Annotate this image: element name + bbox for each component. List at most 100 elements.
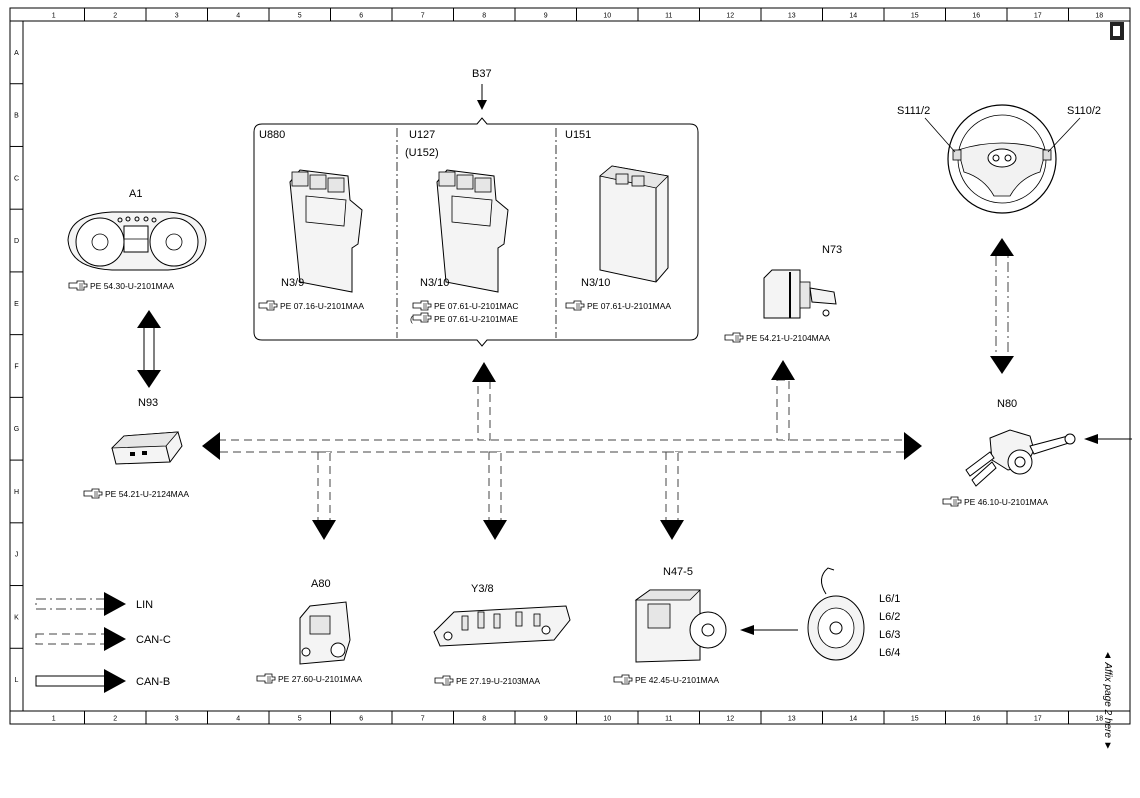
row-label: B: [14, 113, 19, 120]
legend-lin-label: LIN: [136, 599, 153, 611]
a80-label: A80: [311, 578, 331, 590]
column-label: 3: [175, 716, 179, 723]
n73-ignition-switch: [763, 269, 837, 319]
steering-n80-lin-arrow: [990, 238, 1014, 374]
a1-label: A1: [129, 188, 142, 200]
reference-hand-icon: [724, 332, 744, 343]
a1-ref: PE 54.30-U-2101MAA: [90, 281, 174, 291]
column-label: 2: [113, 716, 117, 723]
column-label: 16: [972, 13, 980, 20]
n80-ref: PE 46.10-U-2101MAA: [964, 497, 1048, 507]
y38-label: Y3/8: [471, 583, 494, 595]
a80-actuator: [299, 601, 351, 665]
can-c-bus: [202, 360, 922, 540]
u880-module: [289, 169, 363, 293]
reference-hand-icon: [565, 300, 585, 311]
column-label: 8: [482, 716, 486, 723]
reference-hand-icon: [412, 300, 432, 311]
row-label: H: [14, 489, 19, 496]
y38-valve-body: [433, 605, 571, 647]
column-label: 18: [1095, 716, 1103, 723]
column-label: 10: [603, 716, 611, 723]
page-icon: [1110, 22, 1124, 40]
column-label: 2: [113, 13, 117, 20]
column-label: 17: [1034, 716, 1042, 723]
a80-ref: PE 27.60-U-2101MAA: [278, 674, 362, 684]
column-label: 9: [544, 716, 548, 723]
u880-sub: N3/9: [281, 277, 304, 289]
reference-hand-icon: [434, 675, 454, 686]
l6-to-n47-arrow: [740, 625, 798, 635]
y38-ref: PE 27.19-U-2103MAA: [456, 676, 540, 686]
u127-module: [436, 169, 509, 293]
n80-input-arrow: [1084, 434, 1132, 444]
column-label: 3: [175, 13, 179, 20]
u151-label: U151: [565, 129, 591, 141]
legend-can-c-arrow: [35, 627, 126, 651]
n93-label: N93: [138, 397, 158, 409]
column-label: 14: [849, 716, 857, 723]
s111-label: S111/2: [897, 105, 930, 117]
n73-ref: PE 54.21-U-2104MAA: [746, 333, 830, 343]
reference-hand-icon: [613, 674, 633, 685]
steering-wheel: [924, 104, 1081, 214]
column-label: 13: [788, 13, 796, 20]
column-label: 1: [52, 13, 56, 20]
u127-label2: (U152): [405, 147, 439, 159]
n47-esp-unit: [634, 589, 727, 663]
column-label: 7: [421, 716, 425, 723]
column-label: 6: [359, 716, 363, 723]
column-label: 5: [298, 716, 302, 723]
column-label: 13: [788, 716, 796, 723]
column-label: 4: [236, 13, 240, 20]
reference-hand-icon: [258, 300, 278, 311]
reference-hand-icon: [256, 673, 276, 684]
a1-instrument-cluster: [67, 211, 207, 271]
l6-label-4: L6/4: [879, 647, 900, 659]
row-label: L: [15, 677, 19, 684]
n47-label: N47-5: [663, 566, 693, 578]
legend: LIN CAN-C CAN-B: [35, 592, 171, 693]
row-label: K: [14, 614, 19, 621]
n93-ref: PE 54.21-U-2124MAA: [105, 489, 189, 499]
column-label: 9: [544, 13, 548, 20]
column-label: 5: [298, 13, 302, 20]
legend-can-b-arrow: [35, 669, 126, 693]
legend-lin-arrow: [35, 592, 126, 616]
column-label: 11: [665, 13, 672, 20]
column-label: 1: [52, 716, 56, 723]
u127-label: U127: [409, 129, 435, 141]
affix-note-text: Affix page 2 here: [1102, 661, 1113, 738]
u127-ref: PE 07.61-U-2101MAC: [434, 301, 519, 311]
ecu-group-bracket: [253, 117, 699, 347]
reference-hand-icon: [68, 280, 88, 291]
diagram-frame: [9, 7, 1131, 725]
u127-ref2-bracket-open: (: [410, 314, 413, 324]
u127-sub: N3/10: [420, 277, 449, 289]
column-label: 6: [359, 13, 363, 20]
n47-ref: PE 42.45-U-2101MAA: [635, 675, 719, 685]
column-label: 12: [726, 716, 734, 723]
s110-label: S110/2: [1067, 105, 1101, 117]
column-label: 16: [972, 716, 980, 723]
column-label: 11: [665, 716, 672, 723]
a1-n93-can-b-arrow: [137, 310, 161, 388]
l6-label-3: L6/3: [879, 629, 900, 641]
b37-pointer: [477, 84, 487, 110]
u151-sub: N3/10: [581, 277, 610, 289]
reference-hand-icon: [942, 496, 962, 507]
column-label: 15: [911, 716, 919, 723]
column-label: 12: [726, 13, 734, 20]
row-label: E: [14, 301, 19, 308]
reference-hand-icon: [412, 312, 432, 323]
l6-label-1: L6/1: [879, 593, 900, 605]
row-label: D: [14, 238, 19, 245]
u880-ref: PE 07.16-U-2101MAA: [280, 301, 364, 311]
n93-module: [110, 431, 183, 465]
b37-label: B37: [472, 68, 492, 80]
n80-label: N80: [997, 398, 1017, 410]
